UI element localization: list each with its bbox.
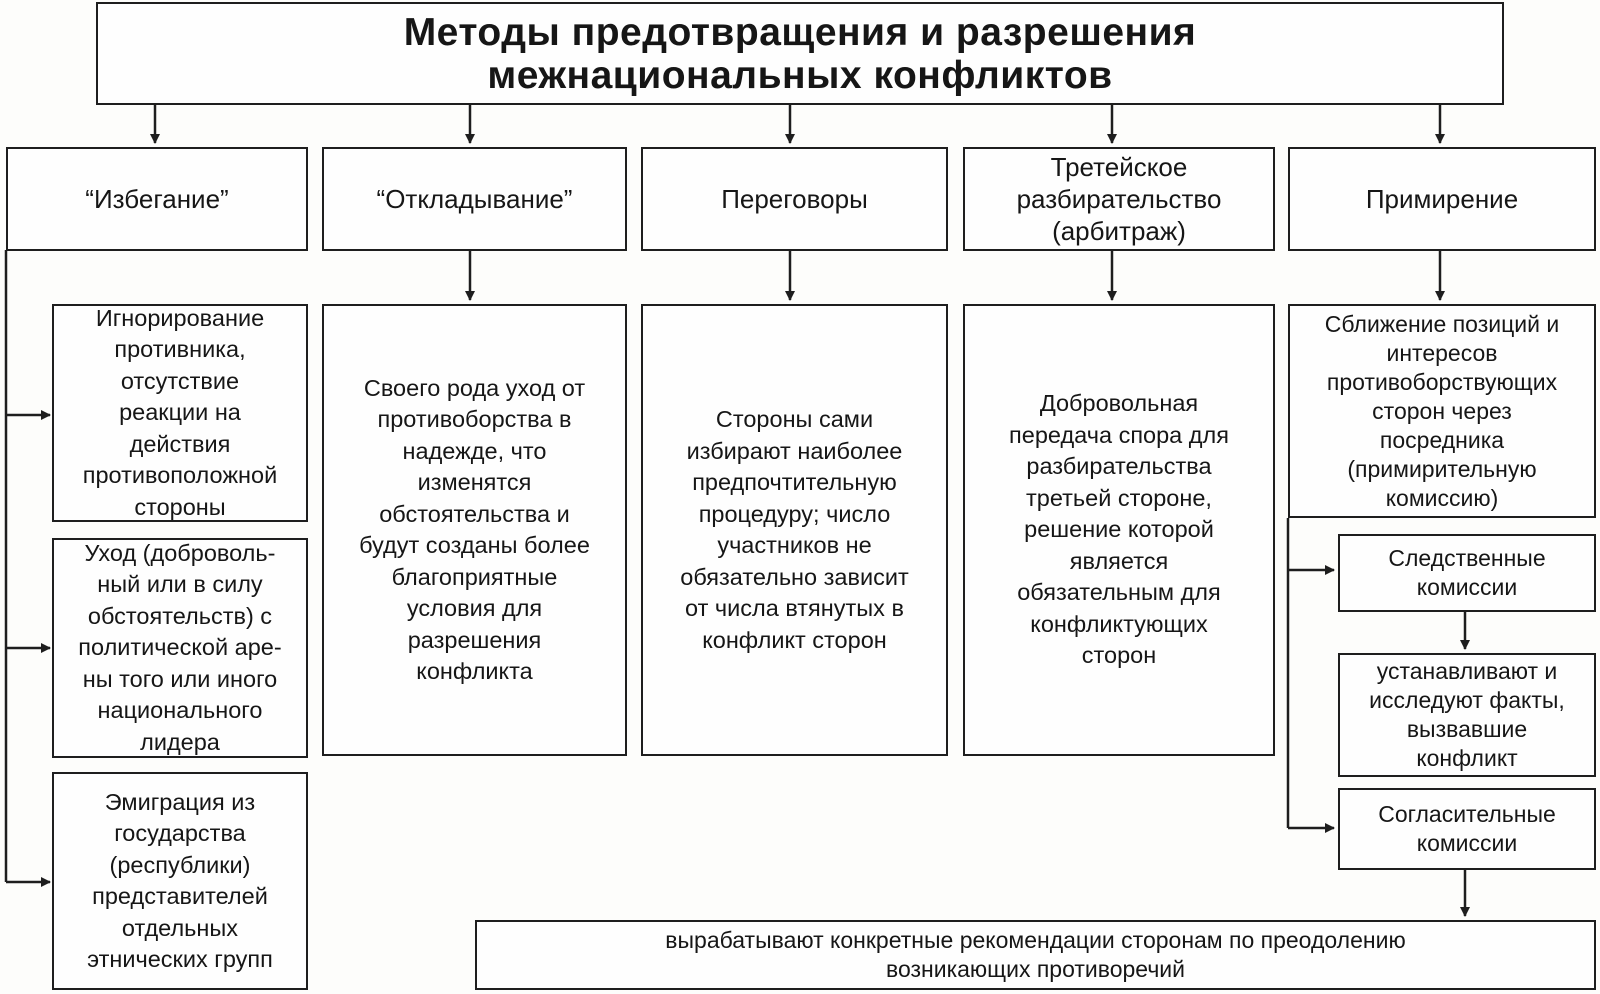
method-postponing-header: “Откладывание” — [322, 147, 627, 251]
arbitration-description: Добровольная передача спора для разбират… — [963, 304, 1275, 756]
method-negotiations-header: Переговоры — [641, 147, 948, 251]
conciliation-commissions-box: Согласительные комиссии — [1338, 788, 1596, 870]
recommendations-box: вырабатывают конкретные рекомендации сто… — [475, 920, 1596, 990]
method-arbitration-header: Третейское разбирательство (арбитраж) — [963, 147, 1275, 251]
postponing-description: Своего рода уход от противоборства в над… — [322, 304, 627, 756]
avoidance-emigration-box: Эмиграция из государства (республики) пр… — [52, 772, 308, 990]
avoidance-withdrawal-box: Уход (доброволь- ный или в силу обстояте… — [52, 538, 308, 758]
diagram-title: Методы предотвращения и разрешения межна… — [96, 2, 1504, 105]
method-reconciliation-header: Примирение — [1288, 147, 1596, 251]
method-avoidance-header: “Избегание” — [6, 147, 308, 251]
investigative-action-box: устанавливают и исследуют факты, вызвавш… — [1338, 653, 1596, 777]
avoidance-ignoring-box: Игнорирование противника, отсутствие реа… — [52, 304, 308, 522]
reconciliation-description: Сближение позиций и интересов противобор… — [1288, 304, 1596, 518]
negotiations-description: Стороны сами избирают наиболее предпочти… — [641, 304, 948, 756]
investigative-commissions-box: Следственные комиссии — [1338, 534, 1596, 612]
